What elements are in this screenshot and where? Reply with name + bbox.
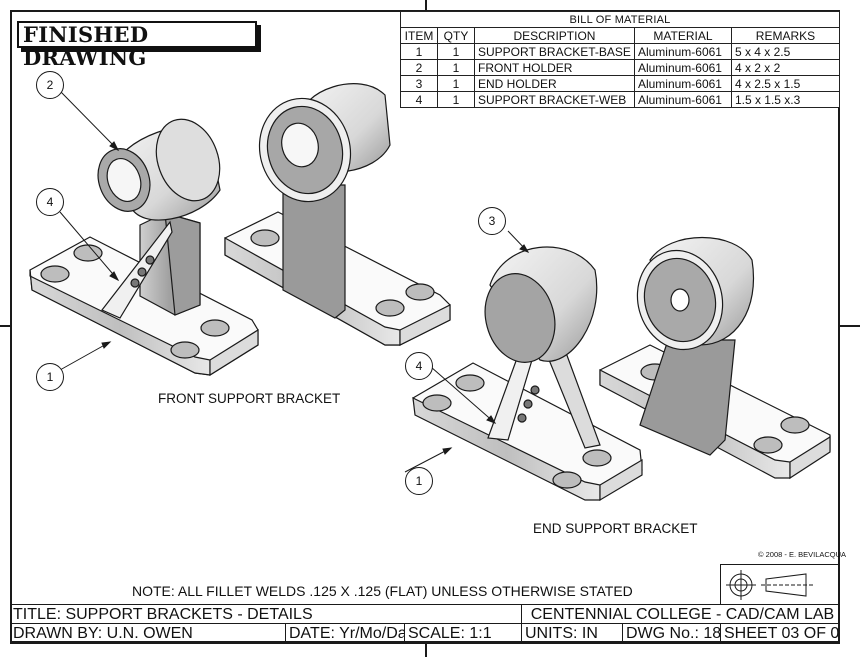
bom-material: Aluminum-6061 <box>633 91 732 108</box>
copyright-text: © 2008 - E. BEVILACQUA <box>758 550 847 559</box>
balloon-item-4: 4 <box>405 352 433 380</box>
drawn-by: DRAWN BY: U.N. OWEN <box>10 624 286 642</box>
end-support-bracket-left <box>412 246 643 502</box>
drawing-units: UNITS: IN <box>522 624 623 642</box>
center-mark-left <box>0 325 11 327</box>
projection-symbol-box <box>720 564 840 604</box>
bom-header-qty: QTY <box>437 27 475 44</box>
center-mark-top <box>425 0 427 11</box>
drawing-title: TITLE: SUPPORT BRACKETS - DETAILS <box>10 605 522 624</box>
finished-drawing-banner: FINISHED DRAWING <box>17 21 257 69</box>
balloon-item-2: 2 <box>36 71 64 99</box>
sheet-number: SHEET 03 OF 03 <box>724 625 840 642</box>
bom-row: 2 1 FRONT HOLDER Aluminum-6061 4 x 2 x 2 <box>400 59 841 76</box>
bom-description: FRONT HOLDER <box>474 59 635 76</box>
weld-note: NOTE: ALL FILLET WELDS .125 X .125 (FLAT… <box>132 583 633 599</box>
balloon-item-1: 1 <box>36 363 64 391</box>
bom-header-item: ITEM <box>400 27 438 44</box>
balloon-item-1: 1 <box>405 467 433 495</box>
center-mark-right <box>840 325 860 327</box>
bom-header-description: DESCRIPTION <box>474 27 635 44</box>
bom-remarks: 4 x 2.5 x 1.5 <box>730 75 841 92</box>
drawing-scale: SCALE: 1:1 <box>405 624 522 642</box>
bom-remarks: 5 x 4 x 2.5 <box>730 43 841 60</box>
bom-remarks: 4 x 2 x 2 <box>730 59 841 76</box>
front-support-bracket-label: FRONT SUPPORT BRACKET <box>158 391 341 406</box>
drawing-date: DATE: Yr/Mo/Da <box>286 624 405 642</box>
front-support-bracket-left <box>29 118 259 377</box>
title-block-row-2: DRAWN BY: U.N. OWEN DATE: Yr/Mo/Da SCALE… <box>10 623 840 644</box>
drawing-number: DWG No.: 18 <box>623 624 721 642</box>
bom-description: SUPPORT BRACKET-BASE <box>474 43 635 60</box>
center-mark-bottom <box>425 643 427 657</box>
institution-name: CENTENNIAL COLLEGE - CAD/CAM LAB <box>530 606 835 623</box>
balloon-item-4: 4 <box>36 188 64 216</box>
bom-qty: 1 <box>437 91 475 108</box>
bill-of-material-table: BILL OF MATERIAL ITEM QTY DESCRIPTION MA… <box>400 11 841 108</box>
bom-header-remarks: REMARKS <box>730 27 841 44</box>
bom-item: 4 <box>400 91 438 108</box>
bom-material: Aluminum-6061 <box>633 59 732 76</box>
bom-description: SUPPORT BRACKET-WEB <box>474 91 635 108</box>
end-support-bracket-label: END SUPPORT BRACKET <box>533 521 698 536</box>
bom-row: 1 1 SUPPORT BRACKET-BASE Aluminum-6061 5… <box>400 43 841 60</box>
title-block-row-1: TITLE: SUPPORT BRACKETS - DETAILS CENTEN… <box>10 604 840 624</box>
balloon-item-3: 3 <box>478 207 506 235</box>
bom-row: 4 1 SUPPORT BRACKET-WEB Aluminum-6061 1.… <box>400 91 841 108</box>
third-angle-projection-icon <box>726 570 813 600</box>
front-support-bracket-right <box>224 83 451 346</box>
bom-remarks: 1.5 x 1.5 x.3 <box>730 91 841 108</box>
leader-lines <box>59 90 530 473</box>
bom-title: BILL OF MATERIAL <box>400 11 840 28</box>
end-support-bracket-right <box>599 236 831 480</box>
